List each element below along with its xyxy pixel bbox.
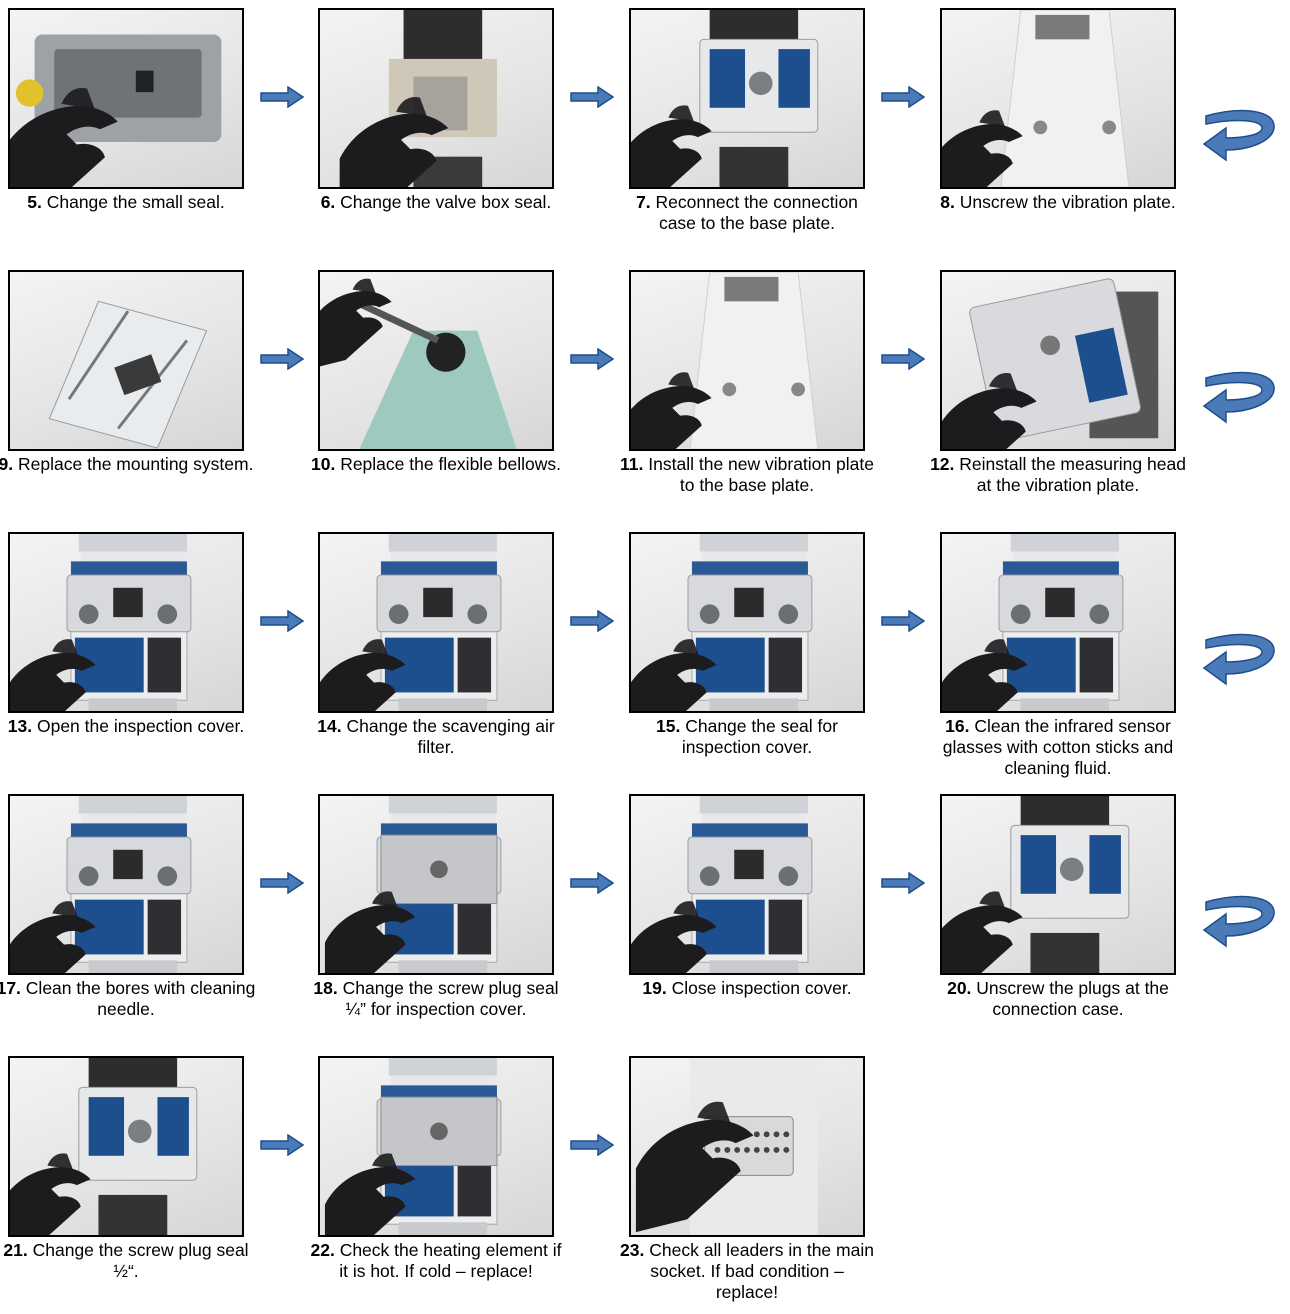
step-text: Change the small seal. bbox=[46, 192, 225, 212]
step-text: Clean the bores with cleaning needle. bbox=[25, 978, 256, 1019]
step-number: 15. bbox=[656, 716, 681, 736]
arrow-right-icon bbox=[570, 1134, 614, 1156]
step-number: 22. bbox=[310, 1240, 335, 1260]
step-number: 18. bbox=[313, 978, 338, 998]
step-caption: 7. Reconnect the connection case to the … bbox=[617, 192, 877, 234]
step-caption: 23. Check all leaders in the main socket… bbox=[617, 1240, 877, 1303]
arrow-right-icon bbox=[570, 86, 614, 108]
step-number: 20. bbox=[947, 978, 972, 998]
step-text: Replace the flexible bellows. bbox=[340, 454, 562, 474]
step-photo bbox=[8, 1056, 244, 1237]
step-number: 6. bbox=[320, 192, 336, 212]
curved-return-arrow-icon bbox=[1202, 895, 1275, 948]
step-photo bbox=[8, 270, 244, 451]
step-number: 12. bbox=[930, 454, 955, 474]
arrow-right-icon bbox=[260, 86, 304, 108]
step-photo bbox=[940, 270, 1176, 451]
step-photo bbox=[629, 1056, 865, 1237]
step-text: Clean the infrared sensor glasses with c… bbox=[942, 716, 1174, 778]
step-caption: 9. Replace the mounting system. bbox=[0, 454, 256, 475]
curved-return-arrow-icon bbox=[1202, 633, 1275, 686]
arrow-right-icon bbox=[881, 86, 925, 108]
step-photo bbox=[940, 8, 1176, 189]
step-text: Change the screw plug seal ¼” for inspec… bbox=[342, 978, 559, 1019]
step-number: 5. bbox=[27, 192, 42, 212]
step-caption: 13. Open the inspection cover. bbox=[0, 716, 256, 737]
step-photo bbox=[629, 532, 865, 713]
step-photo bbox=[8, 532, 244, 713]
step-photo bbox=[629, 8, 865, 189]
step-text: Replace the mounting system. bbox=[18, 454, 254, 474]
step-caption: 16. Clean the infrared sensor glasses wi… bbox=[928, 716, 1188, 779]
step-photo bbox=[8, 794, 244, 975]
step-photo bbox=[629, 794, 865, 975]
step-text: Close inspection cover. bbox=[671, 978, 852, 998]
step-caption: 8. Unscrew the vibration plate. bbox=[928, 192, 1188, 213]
step-number: 13. bbox=[7, 716, 33, 736]
arrow-right-icon bbox=[260, 610, 304, 632]
step-caption: 5. Change the small seal. bbox=[0, 192, 256, 213]
step-photo bbox=[629, 270, 865, 451]
step-caption: 17. Clean the bores with cleaning needle… bbox=[0, 978, 256, 1020]
step-text: Unscrew the vibration plate. bbox=[959, 192, 1176, 212]
step-text: Reconnect the connection case to the bas… bbox=[655, 192, 858, 233]
step-caption: 21. Change the screw plug seal ½“. bbox=[0, 1240, 256, 1282]
step-text: Open the inspection cover. bbox=[36, 716, 245, 736]
step-number: 10. bbox=[310, 454, 336, 474]
arrow-right-icon bbox=[260, 1134, 304, 1156]
step-caption: 15. Change the seal for inspection cover… bbox=[617, 716, 877, 758]
arrow-right-icon bbox=[881, 610, 925, 632]
step-caption: 18. Change the screw plug seal ¼” for in… bbox=[306, 978, 566, 1020]
arrow-right-icon bbox=[260, 348, 304, 370]
step-number: 23. bbox=[620, 1240, 645, 1260]
step-caption: 19. Close inspection cover. bbox=[617, 978, 877, 999]
step-photo bbox=[318, 794, 554, 975]
step-text: Unscrew the plugs at the connection case… bbox=[976, 978, 1169, 1019]
step-photo bbox=[8, 8, 244, 189]
step-text: Change the screw plug seal ½“. bbox=[32, 1240, 249, 1281]
step-photo bbox=[940, 794, 1176, 975]
step-caption: 6. Change the valve box seal. bbox=[306, 192, 566, 213]
step-photo bbox=[318, 8, 554, 189]
step-caption: 11. Install the new vibration plate to t… bbox=[617, 454, 877, 496]
step-photo bbox=[940, 532, 1176, 713]
arrow-right-icon bbox=[570, 348, 614, 370]
step-caption: 14. Change the scavenging air filter. bbox=[306, 716, 566, 758]
step-caption: 20. Unscrew the plugs at the connection … bbox=[928, 978, 1188, 1020]
arrow-right-icon bbox=[570, 610, 614, 632]
arrow-right-icon bbox=[881, 348, 925, 370]
step-number: 16. bbox=[945, 716, 970, 736]
step-number: 14. bbox=[317, 716, 342, 736]
curved-return-arrow-icon bbox=[1202, 371, 1275, 424]
step-number: 11. bbox=[620, 454, 644, 474]
step-number: 19. bbox=[642, 978, 667, 998]
step-photo bbox=[318, 1056, 554, 1237]
step-text: Change the scavenging air filter. bbox=[346, 716, 555, 757]
step-photo bbox=[318, 532, 554, 713]
step-number: 9. bbox=[0, 454, 14, 474]
step-text: Change the seal for inspection cover. bbox=[681, 716, 838, 757]
step-number: 7. bbox=[636, 192, 651, 212]
step-caption: 10. Replace the flexible bellows. bbox=[306, 454, 566, 475]
curved-return-arrow-icon bbox=[1202, 109, 1275, 162]
step-text: Reinstall the measuring head at the vibr… bbox=[959, 454, 1186, 495]
step-text: Check all leaders in the main socket. If… bbox=[649, 1240, 874, 1302]
step-number: 21. bbox=[3, 1240, 28, 1260]
arrow-right-icon bbox=[570, 872, 614, 894]
arrow-right-icon bbox=[881, 872, 925, 894]
arrow-right-icon bbox=[260, 872, 304, 894]
step-caption: 22. Check the heating element if it is h… bbox=[306, 1240, 566, 1282]
step-text: Check the heating element if it is hot. … bbox=[339, 1240, 562, 1281]
step-number: 8. bbox=[940, 192, 955, 212]
step-photo bbox=[318, 270, 554, 451]
step-number: 17. bbox=[0, 978, 21, 998]
step-text: Change the valve box seal. bbox=[340, 192, 552, 212]
step-text: Install the new vibration plate to the b… bbox=[648, 454, 874, 495]
step-caption: 12. Reinstall the measuring head at the … bbox=[928, 454, 1188, 496]
